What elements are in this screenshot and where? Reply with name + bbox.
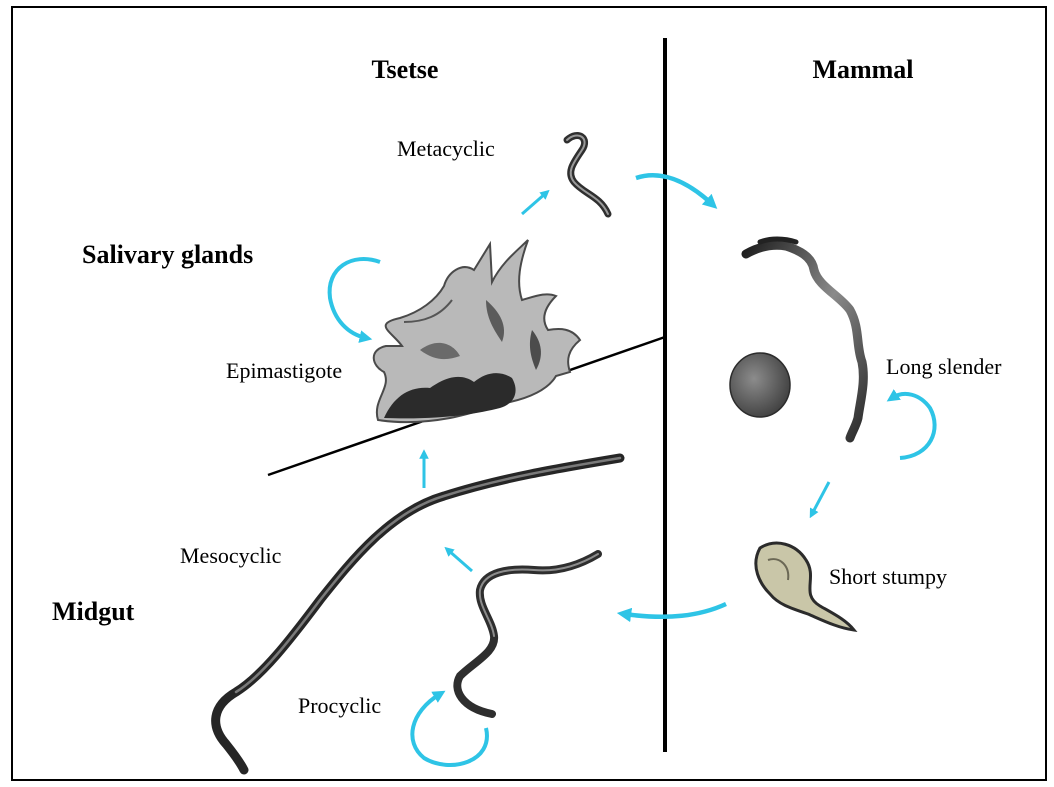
to-metacyclic-arrow xyxy=(522,193,546,214)
mesocyclic-label: Mesocyclic xyxy=(180,543,282,568)
mesocyclic-trypanosome xyxy=(216,458,620,770)
tsetse-label: Tsetse xyxy=(372,55,439,84)
mammal-to-tsetse-arrow xyxy=(624,604,726,617)
midgut-label: Midgut xyxy=(52,597,135,626)
salivary-self-cycle-arrow xyxy=(330,259,380,338)
long-slender-label: Long slender xyxy=(886,354,1002,379)
mammal-label: Mammal xyxy=(812,55,913,84)
cycle-arrows xyxy=(330,175,935,765)
short-stumpy-label: Short stumpy xyxy=(829,564,947,589)
to-mesocyclic-arrow xyxy=(448,550,472,571)
epimastigote-cluster xyxy=(374,240,580,422)
procyclic-trypanosome xyxy=(457,554,598,714)
rounded-cell xyxy=(730,353,790,417)
metacyclic-trypanosome xyxy=(567,135,608,214)
to-short-stumpy-arrow xyxy=(812,482,829,514)
long-slender-self-cycle-arrow xyxy=(892,394,935,458)
procyclic-label: Procyclic xyxy=(298,693,381,718)
epimastigote-label: Epimastigote xyxy=(226,358,342,383)
salivary-glands-label: Salivary glands xyxy=(82,240,253,269)
tsetse-to-mammal-arrow xyxy=(636,175,712,204)
metacyclic-label: Metacyclic xyxy=(397,136,495,161)
